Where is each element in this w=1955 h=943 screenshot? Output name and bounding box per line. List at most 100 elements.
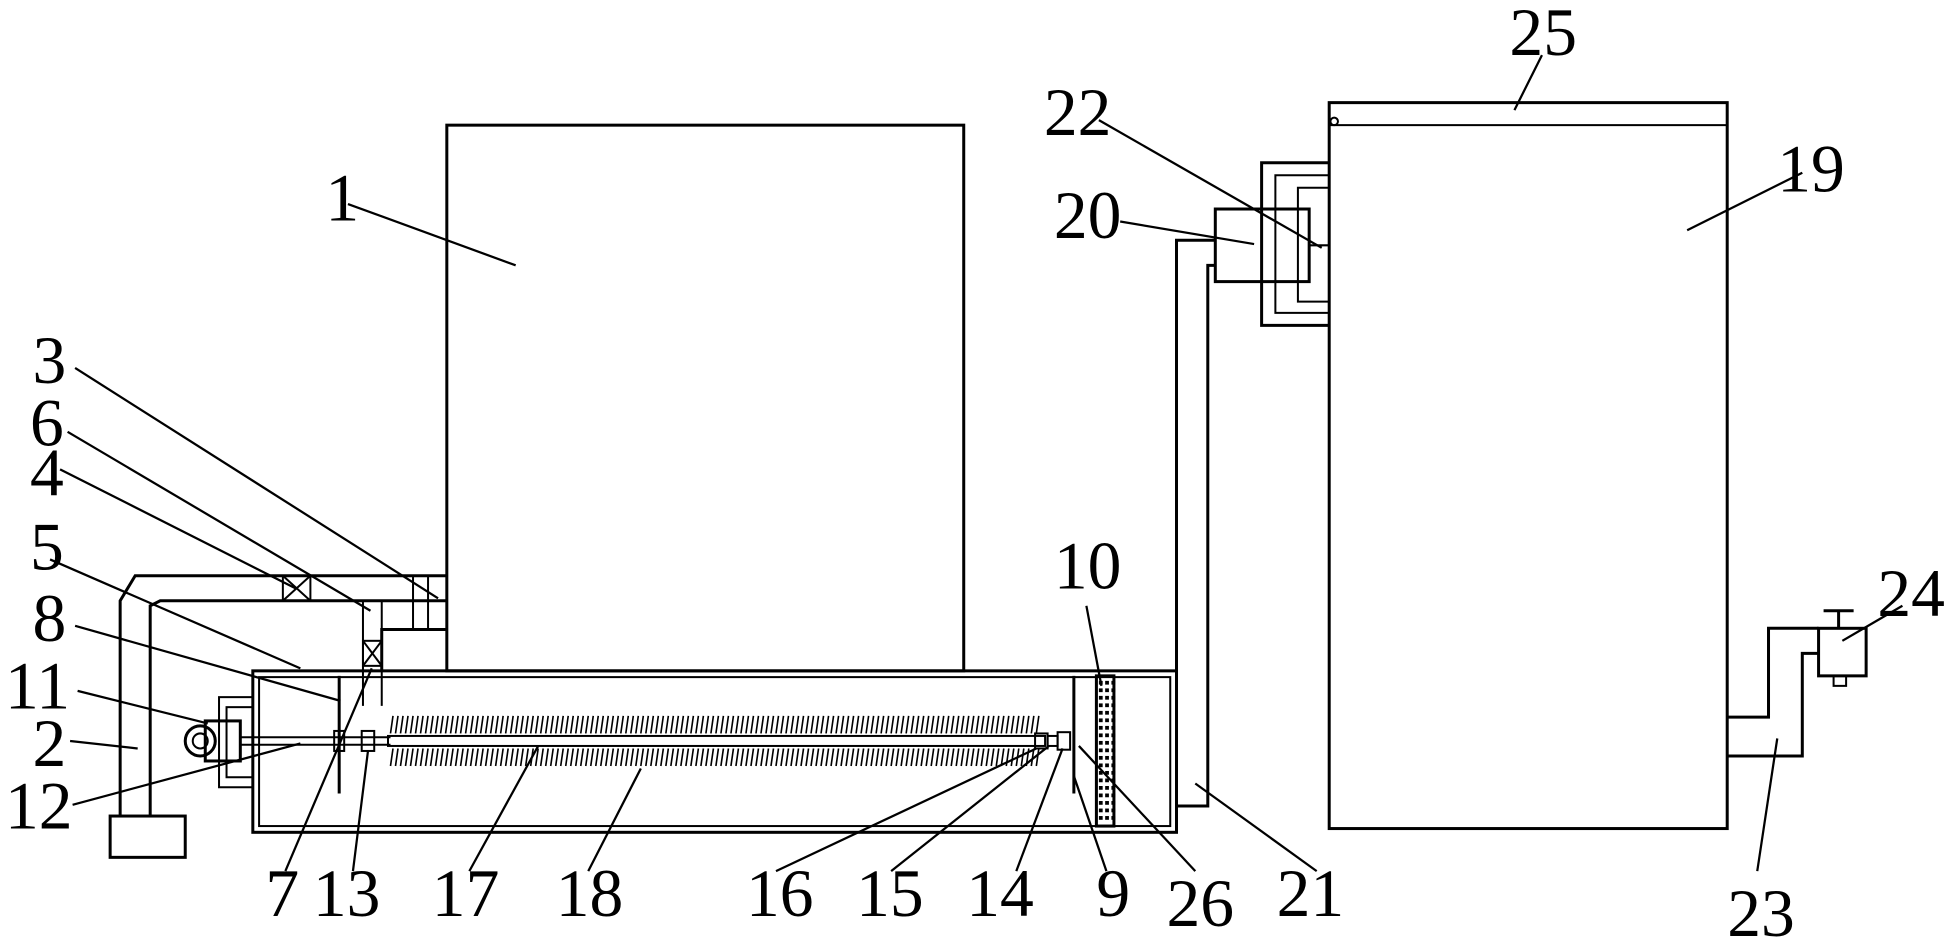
- bristle-stroke: [835, 715, 840, 734]
- bristle-stroke: [524, 748, 529, 767]
- bristle-stroke: [619, 748, 625, 767]
- bristle-stroke: [619, 715, 625, 734]
- mesh-dot: [1098, 740, 1103, 745]
- mesh-dot: [1105, 748, 1109, 753]
- bristle-stroke: [529, 715, 534, 734]
- bristle-stroke: [960, 715, 965, 734]
- leader-21: [1194, 782, 1318, 873]
- bristle-stroke: [449, 715, 454, 734]
- bristle-stroke: [504, 715, 509, 734]
- mesh-dot: [1105, 688, 1109, 693]
- bristle-stroke: [825, 748, 830, 767]
- bracket-inner: [1274, 174, 1330, 314]
- bristle-stroke: [635, 715, 640, 734]
- bristle-stroke: [825, 715, 830, 734]
- bristle-stroke: [439, 715, 444, 734]
- bristle-stroke: [815, 748, 820, 767]
- bristle-stroke: [594, 748, 600, 767]
- bristle-stroke: [509, 715, 514, 734]
- leader-17: [468, 745, 540, 872]
- bristle-stroke: [735, 715, 740, 734]
- bristle-stroke: [855, 715, 860, 734]
- bristle-stroke: [1000, 715, 1005, 734]
- bristle-stroke: [579, 715, 585, 734]
- bristle-stroke: [945, 715, 950, 734]
- leader-11: [77, 689, 209, 725]
- bristle-stroke: [1025, 715, 1030, 734]
- bristle-stroke: [514, 748, 519, 767]
- label-15: 15: [856, 856, 924, 931]
- leader-9: [1072, 775, 1108, 872]
- bristle-stroke: [554, 715, 560, 734]
- pipe-inner: [148, 599, 447, 817]
- bristle-stroke: [439, 748, 444, 767]
- label-3: 3: [33, 323, 67, 398]
- bristle-stroke: [845, 748, 850, 767]
- mesh-dot: [1098, 816, 1103, 820]
- bristle-stroke: [940, 715, 945, 734]
- riser-pipe-outer: [1175, 238, 1216, 771]
- outlet-pipe-lower: [1727, 651, 1819, 758]
- mesh-dot: [1105, 725, 1109, 730]
- bristle-stroke: [905, 748, 910, 767]
- bristle-stroke: [479, 748, 484, 767]
- mesh-dot: [1111, 793, 1116, 798]
- valve-4: [281, 574, 312, 602]
- bristle-stroke: [464, 715, 469, 734]
- bristle-stroke: [935, 748, 940, 767]
- mesh-dot: [1098, 808, 1103, 813]
- valve-4-cross-b: [282, 574, 312, 602]
- label-6: 6: [30, 386, 64, 461]
- bristle-stroke: [770, 748, 775, 767]
- bristle-stroke: [800, 748, 805, 767]
- bristle-stroke: [389, 748, 394, 767]
- bristle-stroke: [695, 715, 700, 734]
- bristle-stroke: [780, 748, 785, 767]
- bristle-stroke: [705, 715, 710, 734]
- motor: [183, 724, 217, 758]
- faucet-24: [1817, 626, 1868, 678]
- leader-10: [1085, 605, 1103, 687]
- bristle-stroke: [589, 748, 595, 767]
- bristle-stroke: [434, 715, 439, 734]
- mesh-dot: [1098, 793, 1103, 798]
- bristle-stroke: [660, 715, 665, 734]
- bristle-stroke: [609, 748, 615, 767]
- label-23: 23: [1727, 876, 1795, 943]
- bristle-stroke: [479, 715, 484, 734]
- mesh-dot: [1098, 703, 1103, 708]
- bristle-stroke: [880, 748, 885, 767]
- bristle-stroke: [630, 748, 635, 767]
- bristle-stroke: [870, 715, 875, 734]
- bristle-stroke: [1035, 748, 1040, 767]
- bristle-stroke: [630, 715, 635, 734]
- mesh-dot: [1105, 703, 1109, 708]
- bristle-stroke: [614, 748, 620, 767]
- bristle-stroke: [599, 715, 605, 734]
- bristle-stroke: [489, 715, 494, 734]
- mesh-dot: [1111, 703, 1116, 708]
- mesh-dot: [1105, 816, 1109, 820]
- bristle-stroke: [660, 748, 665, 767]
- bristle-stroke: [489, 748, 494, 767]
- bristle-stroke: [810, 748, 815, 767]
- end-bearing-14: [1056, 731, 1072, 751]
- bristle-stroke: [469, 715, 474, 734]
- mesh-dot: [1105, 763, 1109, 768]
- motor-body: [203, 719, 242, 763]
- mesh-dot: [1105, 680, 1109, 685]
- bristle-stroke: [890, 715, 895, 734]
- bristle-stroke: [730, 748, 735, 767]
- bristle-stroke: [795, 715, 800, 734]
- bristle-stroke: [980, 748, 985, 767]
- bristle-stroke: [640, 715, 645, 734]
- bristle-stroke: [695, 748, 700, 767]
- leader-6: [67, 430, 372, 612]
- bristle-stroke: [670, 748, 675, 767]
- bristle-stroke: [494, 715, 499, 734]
- mesh-dot: [1105, 755, 1109, 760]
- outlet-pipe-upper: [1727, 626, 1819, 719]
- leader-13: [351, 750, 370, 872]
- bristle-stroke: [599, 748, 605, 767]
- bristle-stroke: [935, 715, 940, 734]
